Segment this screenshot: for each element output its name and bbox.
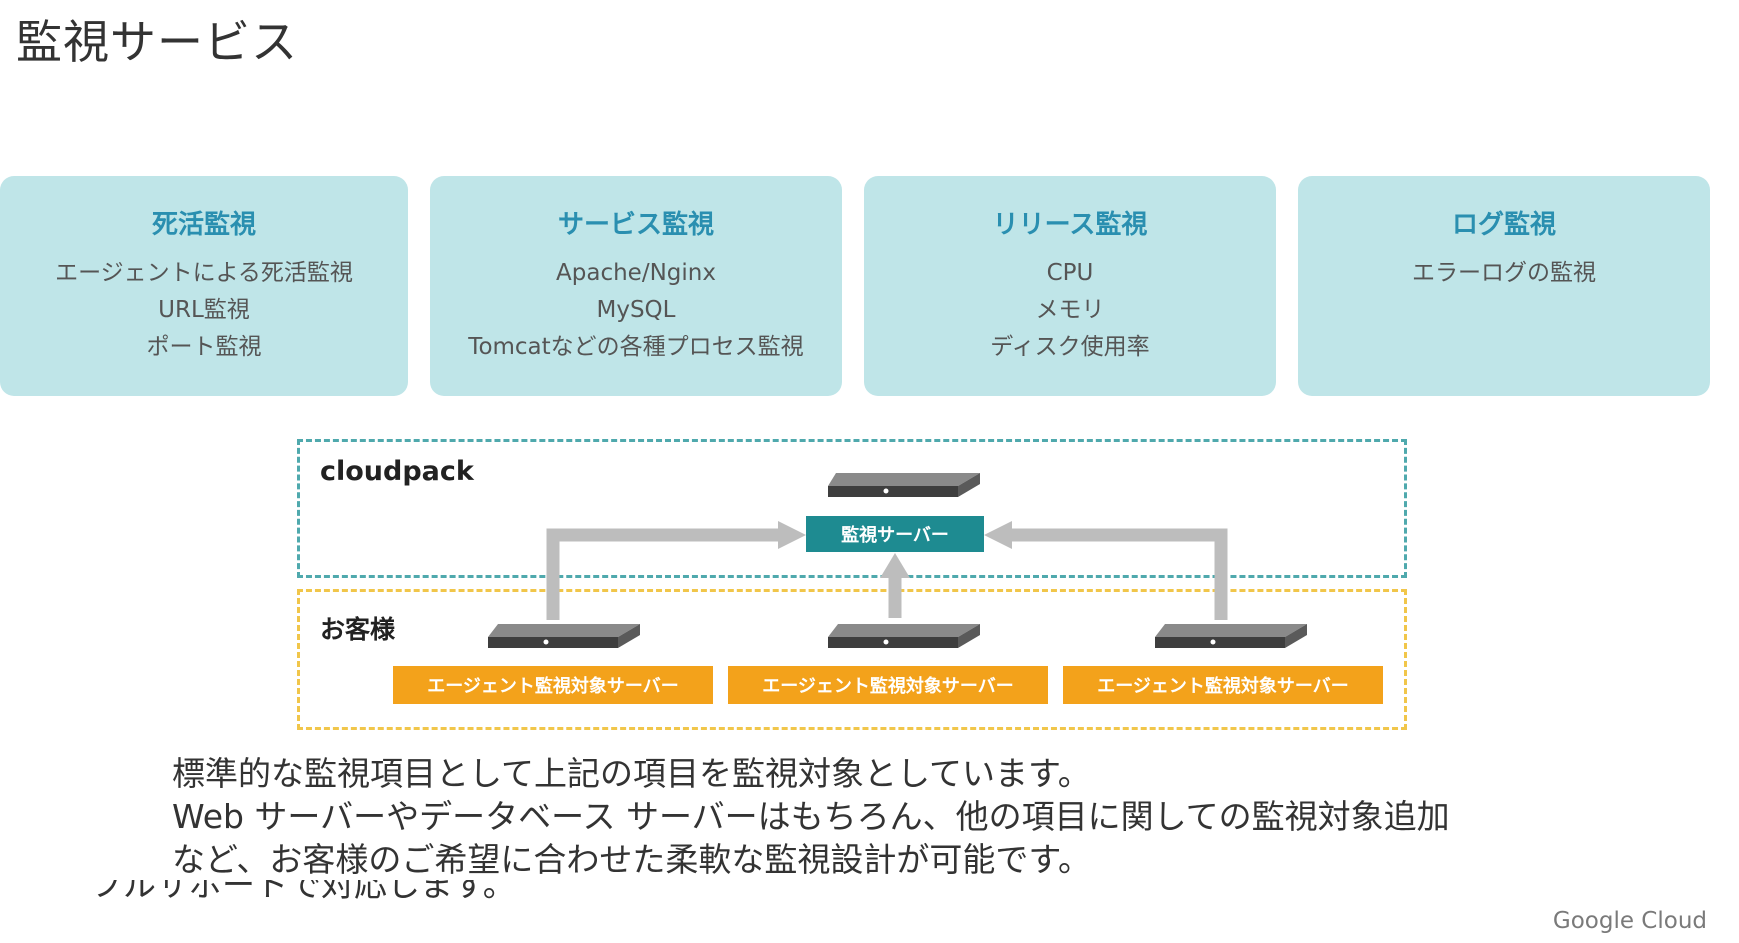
card-log-monitoring: ログ監視 エラーログの監視 [1298,176,1710,396]
slide-title: 監視サービス [16,15,298,69]
caption-line: 標準的な監視項目として上記の項目を監視対象としています。 [172,754,1091,793]
card-line: MySQL [596,297,676,323]
caption-line: Web サーバーやデータベース サーバーはもちろん、他の項目に関しての監視対象追… [172,797,1450,836]
monitor-server-icon [828,473,980,497]
clipped-caption-text: フルサポートで対応します。 [90,880,516,904]
clipped-caption-line: フルサポートで対応します。 [90,880,516,904]
left-connector-arrow [546,528,780,620]
agent-server-label-right: エージェント監視対象サーバー [1063,666,1383,704]
card-line: エラーログの監視 [1412,260,1596,286]
card-line: CPU [1046,260,1094,286]
card-title: サービス監視 [557,210,714,240]
card-alive-monitoring: 死活監視 エージェントによる死活監視 URL監視 ポート監視 [0,176,408,396]
card-line: エージェントによる死活監視 [55,260,353,286]
card-line: Tomcatなどの各種プロセス監視 [468,334,804,360]
card-title: リリース監視 [992,210,1148,240]
card-resource-monitoring: リリース監視 CPU メモリ ディスク使用率 [864,176,1276,396]
cloudpack-zone [297,439,1407,578]
cloudpack-label: cloudpack [320,456,474,487]
arrowheads [778,521,1012,578]
card-title: ログ監視 [1451,210,1556,240]
agent-server-label-left: エージェント監視対象サーバー [393,666,713,704]
center-arrowhead [880,553,910,578]
customer-zone [297,589,1407,730]
google-cloud-logo: Google Cloud [1552,908,1707,934]
card-line: ポート監視 [146,334,262,360]
agent-server-label-center: エージェント監視対象サーバー [728,666,1048,704]
card-line: Apache/Nginx [556,260,716,286]
customer-label: お客様 [320,615,396,644]
card-line: メモリ [1035,297,1105,323]
agent-server-icon-center [828,624,980,648]
agent-server-icon-right [1155,624,1307,648]
card-service-monitoring: サービス監視 Apache/Nginx MySQL Tomcatなどの各種プロセ… [430,176,842,396]
card-title: 死活監視 [151,210,256,240]
card-line: URL監視 [158,297,250,323]
monitor-server-label: 監視サーバー [806,516,984,552]
right-connector-arrow [1010,528,1228,620]
card-line: ディスク使用率 [990,334,1150,360]
caption-line: など、お客様のご希望に合わせた柔軟な監視設計が可能です。 [172,840,1092,879]
caption: 標準的な監視項目として上記の項目を監視対象としています。 Web サーバーやデー… [172,752,1450,881]
connector-arrows [546,528,1228,620]
right-arrowhead [984,521,1012,549]
agent-server-icon-left [488,624,640,648]
left-arrowhead [778,521,806,549]
